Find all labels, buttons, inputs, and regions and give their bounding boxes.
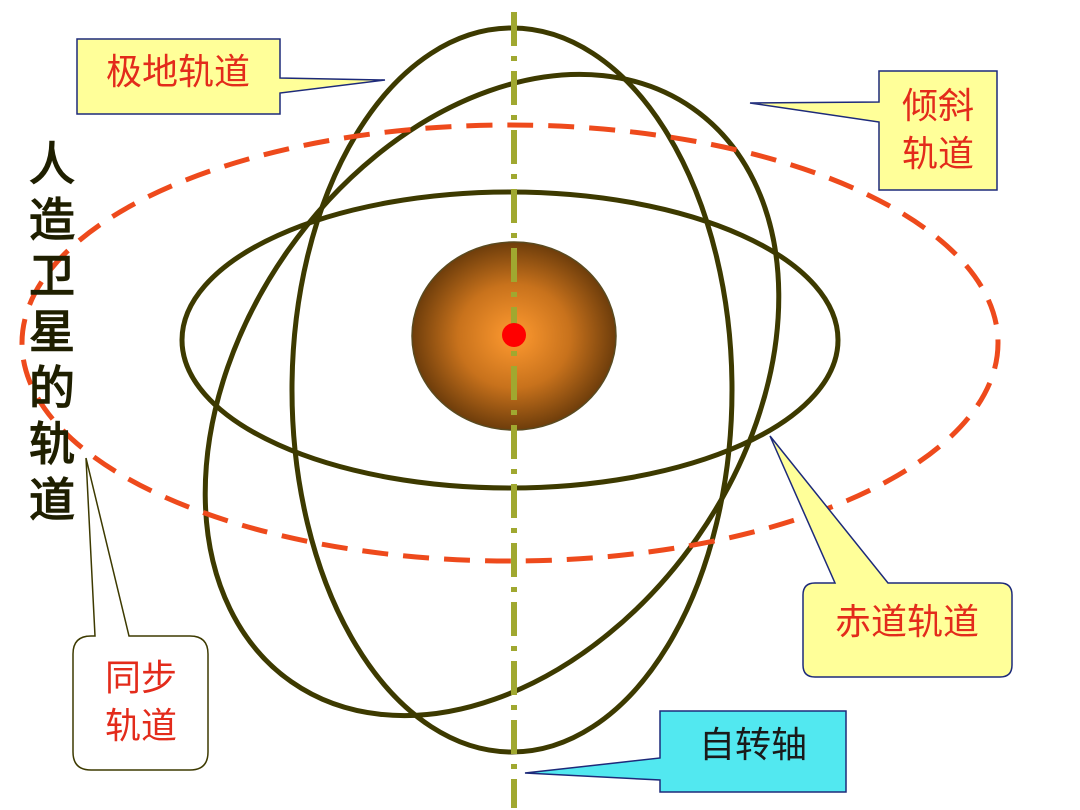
title-char: 轨 xyxy=(29,417,75,471)
inclined-orbit xyxy=(202,71,782,719)
rotation-axis-label: 自转轴 xyxy=(699,725,807,766)
synchronous-orbit xyxy=(19,122,1001,564)
inclined-orbit-label-line1: 倾斜 xyxy=(902,86,974,127)
title-char: 卫 xyxy=(29,249,75,303)
inclined-orbit-callout: 倾斜 轨道 xyxy=(749,70,998,191)
equatorial-orbit-callout: 赤道轨道 xyxy=(769,435,1013,678)
inclined-orbit-label-line2: 轨道 xyxy=(902,134,974,175)
title-char: 造 xyxy=(29,193,75,247)
title-char: 星 xyxy=(29,305,75,359)
polar-orbit-label: 极地轨道 xyxy=(106,52,250,93)
title-char: 道 xyxy=(29,473,75,527)
synchronous-orbit-callout: 同步 轨道 xyxy=(72,457,209,771)
rotation-axis-callout: 自转轴 xyxy=(524,710,847,793)
title-char: 的 xyxy=(29,361,75,415)
synchronous-orbit-label-line1: 同步 xyxy=(105,658,177,699)
title-char: 人 xyxy=(29,137,75,191)
equatorial-orbit xyxy=(179,189,841,491)
vertical-title: 人 造 卫 星 的 轨 道 xyxy=(22,136,82,528)
earth-center-dot xyxy=(502,323,526,347)
synchronous-orbit-label-line2: 轨道 xyxy=(105,706,177,747)
equatorial-orbit-label: 赤道轨道 xyxy=(835,602,979,643)
polar-orbit-callout: 极地轨道 xyxy=(76,38,386,115)
